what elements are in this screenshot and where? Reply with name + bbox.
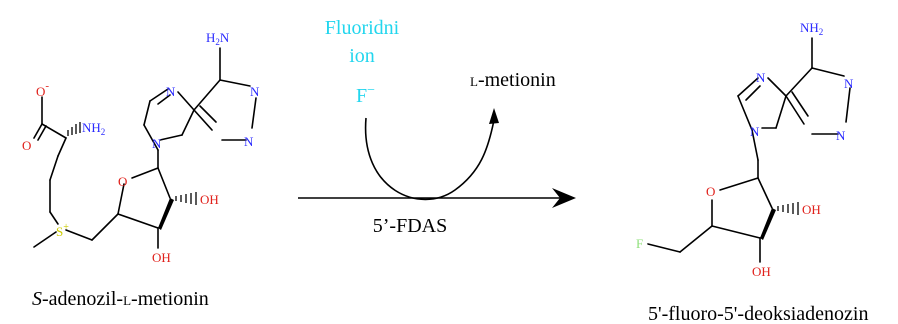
enzyme-label: 5’-FDAS <box>373 215 447 237</box>
product-hydroxyl-label-2: OH <box>752 264 771 279</box>
adenine-n3-label: N <box>244 134 254 149</box>
reaction-arrow-group: Fluoridni ion F− L-metionin 5’-FDAS <box>298 17 576 237</box>
substrate-ribose-bonds <box>117 149 171 249</box>
adenine-n1-label: N <box>250 84 260 99</box>
product-molecule: NH2 N N N N O OH OH F 5'-fluoro-5'-deoks… <box>636 20 868 324</box>
ribose-oxygen-label: O <box>118 174 127 189</box>
carboxylate-charge-text: - <box>45 80 49 92</box>
curved-arrow-head <box>489 108 499 124</box>
adenine-n7-label: N <box>166 84 176 99</box>
product-name: 5'-fluoro-5'-deoksiadenozin <box>648 303 868 324</box>
main-arrow-head <box>552 188 576 208</box>
byproduct-label: L-metionin <box>470 69 556 91</box>
substrate-molecule: O- O NH2 S+ O OH OH N N N N H2N S-adenoz… <box>22 30 260 310</box>
product-ribose-hashed-oh <box>777 202 799 215</box>
fluoride-label-line2: ion <box>349 45 375 67</box>
curved-arrow <box>364 117 495 201</box>
fluoride-symbol: F− <box>356 83 375 107</box>
product-ring-oxygen-label: O <box>706 184 715 199</box>
product-hydroxyl-label-1: OH <box>802 202 821 217</box>
hydroxyl-label-1: OH <box>200 192 219 207</box>
product-n3-label: N <box>836 128 846 143</box>
ribose-hashed-oh <box>175 192 197 205</box>
product-fluorine-label: F <box>636 236 643 251</box>
product-n9-label: N <box>750 124 760 139</box>
substrate-atom-labels: O- O NH2 S+ O OH OH N N N N H2N <box>22 30 260 265</box>
fluoride-label-line1: Fluoridni <box>325 17 400 39</box>
substrate-adenine-bonds <box>143 47 257 151</box>
hydroxyl-label-2: OH <box>152 250 171 265</box>
substrate-name: S-adenozil-L-metionin <box>32 288 209 310</box>
product-ribose-bonds <box>647 159 773 263</box>
sulfur-label: S+ <box>56 222 69 239</box>
product-adenine-bonds <box>737 37 851 161</box>
product-n1-label: N <box>844 76 854 91</box>
carbonyl-oxygen: O <box>22 138 31 153</box>
product-atom-labels: NH2 N N N N O OH OH F <box>636 20 854 279</box>
product-ribose-bold-bond <box>760 208 776 240</box>
substrate-backbone-bonds <box>33 96 119 248</box>
carboxylate-o-text: O <box>36 84 45 99</box>
carboxylate-oxygen: O- <box>36 80 49 99</box>
adenine-nh2-label: H2N <box>206 30 230 47</box>
product-nh2-label: NH2 <box>800 20 823 37</box>
amine-hashed-wedge <box>67 122 81 136</box>
amine-label: NH2 <box>82 120 105 137</box>
product-n7-label: N <box>756 70 766 85</box>
adenine-n9-label: N <box>152 136 162 151</box>
ribose-bold-bond <box>158 198 174 230</box>
